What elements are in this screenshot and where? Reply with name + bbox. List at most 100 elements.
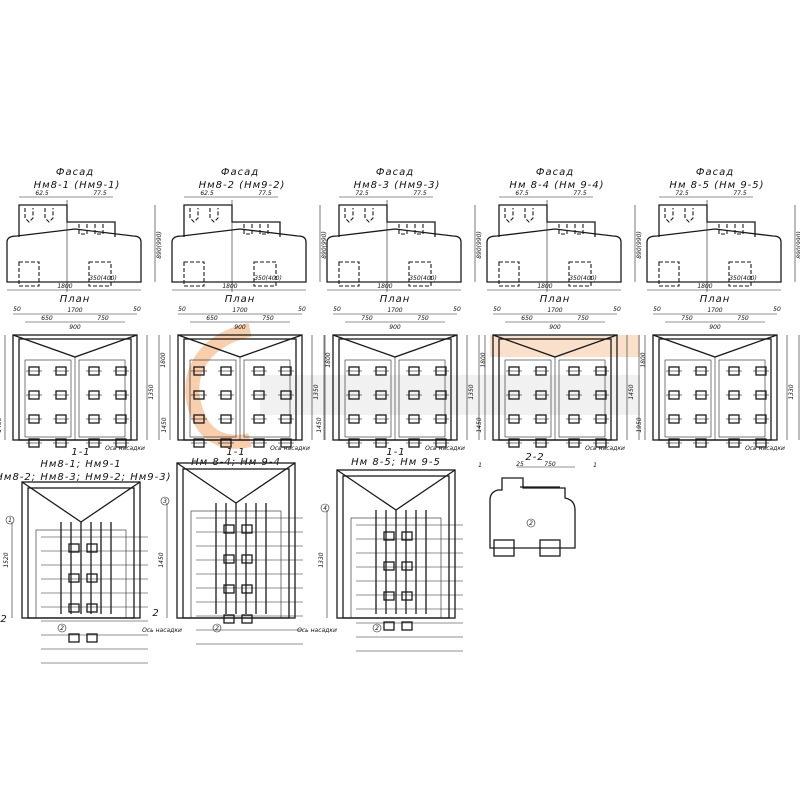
foot-left (493, 539, 515, 557)
facade-body (646, 228, 782, 283)
section-height: 1330 (318, 552, 325, 567)
facade-heading: Фасад (376, 167, 414, 178)
dimension-label: 900 (234, 324, 246, 331)
height-label: 890(990) (476, 231, 483, 259)
callout-marker (320, 503, 330, 513)
grid-left (664, 359, 712, 438)
dimension-label: 1800 (697, 283, 712, 290)
dim-inner: 1450 (628, 384, 635, 399)
anchor-bolt (364, 208, 374, 223)
dimension-label: 50 (298, 306, 306, 313)
facade-model: Нм8-2 (Нм9-2) (199, 180, 286, 191)
facade-heading: Фасад (221, 167, 259, 178)
grid-left (504, 359, 552, 438)
height-label: 890(990) (796, 231, 800, 259)
dimension-label: 50 (133, 306, 141, 313)
callout-number: 4 (323, 505, 327, 512)
dimension-label: 1800 (537, 283, 552, 290)
anchor-bolt (684, 208, 694, 223)
plan-5: План17005050750750900133019001950Ось нас… (636, 294, 800, 452)
dimension-label: 900 (69, 324, 81, 331)
section-label: 2-2 (525, 452, 544, 463)
anchor-plate (68, 603, 80, 613)
anchor-plate (401, 531, 413, 541)
anchor-plate (401, 591, 413, 601)
section-outline (489, 477, 576, 549)
anchor-plate (223, 614, 235, 624)
dimension-label: 1700 (232, 307, 247, 314)
dim-side: 1450 (476, 417, 483, 432)
plan-heading: План (225, 294, 256, 305)
anchor-plate (383, 531, 395, 541)
dim-side: 1450 (0, 417, 3, 432)
section-label: 1-1 (386, 447, 405, 458)
dimension-label: 25 (516, 461, 524, 468)
dim-inner: 1330 (788, 384, 795, 399)
dim-inner: 1350 (468, 384, 475, 399)
dimension-label: 750 (681, 315, 693, 322)
callout-number: 3 (163, 498, 167, 505)
anchor-bolt (718, 224, 728, 235)
dimension-label: 750 (577, 315, 589, 322)
foot-left (498, 261, 520, 287)
dimension-label: 67.5 (515, 190, 529, 197)
section-height: 1450 (158, 552, 165, 567)
dimension-label: 50 (178, 306, 186, 313)
anchor-bolt (24, 208, 34, 223)
dimension-label: 1700 (707, 307, 722, 314)
anchor-bolt (734, 224, 744, 235)
dimension-label: 1800 (377, 283, 392, 290)
dimension-label: 900 (389, 324, 401, 331)
plan-heading: План (380, 294, 411, 305)
dimension-label: 750 (361, 315, 373, 322)
grid-left (189, 359, 237, 438)
anchor-bolt (664, 208, 674, 223)
dim-depth: 1800 (480, 352, 487, 367)
foot-right (539, 539, 561, 557)
facade-heading: Фасад (56, 167, 94, 178)
corner-mark-left: 2 (0, 614, 6, 625)
facade-body (326, 228, 462, 283)
dimension-label: 72.5 (355, 190, 369, 197)
callout-marker (5, 515, 15, 525)
anchor-plate (383, 591, 395, 601)
height-label: 890(990) (321, 231, 328, 259)
section-label: 1-1 (226, 447, 245, 458)
anchor-plate (223, 524, 235, 534)
dimension-label: 50 (773, 306, 781, 313)
foot-left (18, 261, 40, 287)
anchor-plate (68, 633, 80, 643)
axis-label: Ось насадки (585, 445, 625, 452)
dimension-label: 1800 (222, 283, 237, 290)
cut-marker: 1 (478, 462, 482, 469)
anchor-plate (241, 554, 253, 564)
dimension-label: 650 (521, 315, 533, 322)
facade-heading: Фасад (696, 167, 734, 178)
dimension-label: 77.5 (413, 190, 427, 197)
plan-heading: План (700, 294, 731, 305)
plan-heading: План (60, 294, 91, 305)
anchor-bolt (78, 224, 88, 235)
anchor-plate (68, 573, 80, 583)
foot-left (338, 261, 360, 287)
height-label: 890(990) (636, 231, 643, 259)
dimension-label: 350(400) (409, 275, 437, 282)
dimension-label: 1700 (387, 307, 402, 314)
dimension-label: 650 (206, 315, 218, 322)
dim-depth: 1800 (325, 352, 332, 367)
dim-inner: 1350 (313, 384, 320, 399)
dimension-label: 62.5 (35, 190, 49, 197)
facade-body (171, 228, 307, 283)
dimension-label: 50 (653, 306, 661, 313)
dimension-label: 350(400) (729, 275, 757, 282)
anchor-bolt (243, 224, 253, 235)
plan-heading: План (540, 294, 571, 305)
axis-label: Ось насадки (745, 445, 785, 452)
section-label: 1-1 (71, 447, 90, 458)
anchor-bolt (574, 224, 584, 235)
